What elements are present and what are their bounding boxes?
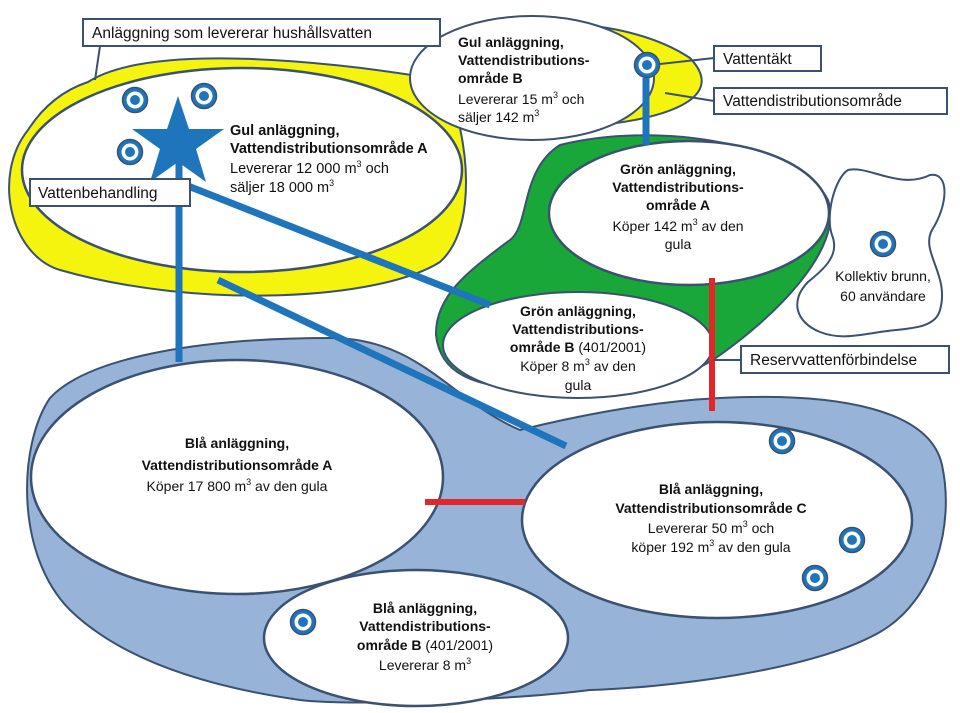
yellow-a-sales: säljer 18 000 m3 <box>230 178 334 196</box>
green-b-title: Grön anläggning, <box>520 303 636 319</box>
blue-a-purchase: Köper 17 800 m3 av den gula <box>147 477 328 494</box>
blue-a-subtitle: Vattendistributionsområde A <box>142 457 333 473</box>
blue-area-c-label: Blå anläggning, Vattendistributionsområd… <box>615 481 806 555</box>
legend-pointers <box>94 45 741 361</box>
water-intake-icon <box>190 82 218 110</box>
water-intake-icon <box>801 564 829 592</box>
green-a-subtitle1: Vattendistributions- <box>612 179 744 195</box>
pipe-yellow-a-to-blue-c <box>216 276 568 450</box>
green-b-subtitle1: Vattendistributions- <box>512 321 644 337</box>
blue-area-b-ellipse <box>262 568 570 708</box>
green-a-title: Grön anläggning, <box>620 161 736 177</box>
pointer-intake <box>659 57 715 65</box>
collective-well-line2: 60 användare <box>840 288 926 304</box>
supply-pipes <box>175 78 650 450</box>
yellow-area-b-label: Gul anläggning, Vattendistributions- omr… <box>458 34 590 125</box>
yellow-b-title: Gul anläggning, <box>458 34 564 50</box>
blue-area-b-label: Blå anläggning, Vattendistributions- omr… <box>357 600 493 673</box>
yellow-area-b-ellipse <box>409 15 655 141</box>
green-b-from: gula <box>565 377 592 393</box>
green-a-purchase: Köper 142 m3 av den <box>612 217 743 234</box>
water-intake-icon <box>768 427 796 455</box>
water-intake-icon <box>121 86 149 114</box>
green-a-subtitle2: område A <box>646 197 710 213</box>
blue-c-title: Blå anläggning, <box>659 481 763 497</box>
yellow-b-sales: säljer 142 m3 <box>458 108 539 125</box>
yellow-b-subtitle1: Vattendistributions- <box>458 52 590 68</box>
legend-supplier-facility-text: Anläggning som levererar hushållsvatten <box>92 25 372 42</box>
blue-area-a-label: Blå anläggning, Vattendistributionsområd… <box>142 435 333 494</box>
yellow-area-a-label: Gul anläggning, Vattendistributionsområd… <box>230 123 428 196</box>
blue-b-subtitle1: Vattendistributions- <box>359 618 491 634</box>
yellow-a-title: Gul anläggning, <box>230 123 340 139</box>
yellow-a-subtitle: Vattendistributionsområde A <box>230 141 428 157</box>
legend-water-intake-text: Vattentäkt <box>723 51 792 68</box>
legend-supplier-facility: Anläggning som levererar hushållsvatten <box>82 18 441 47</box>
blue-c-subtitle: Vattendistributionsområde C <box>615 500 806 516</box>
yellow-area-a-ellipse <box>20 66 464 274</box>
blue-b-title: Blå anläggning, <box>373 600 477 616</box>
blue-b-subtitle2: område B (401/2001) <box>357 637 493 653</box>
blue-b-supply: Levererar 8 m3 <box>379 656 471 673</box>
yellow-a-supply: Levererar 12 000 m3 och <box>230 159 389 177</box>
backup-connections <box>425 278 715 505</box>
water-intake-icon <box>838 526 866 554</box>
legend-water-intake: Vattentäkt <box>713 45 822 72</box>
green-area-a-label: Grön anläggning, Vattendistributions- om… <box>612 161 744 252</box>
blue-a-title: Blå anläggning, <box>185 435 289 451</box>
collective-well-line1: Kollektiv brunn, <box>835 268 931 284</box>
water-intake-icon <box>289 608 317 636</box>
pipe-yellow-a-to-green-b <box>186 182 492 309</box>
water-treatment-star-icon <box>132 96 224 182</box>
collective-well-label: Kollektiv brunn, 60 användare <box>835 268 931 304</box>
water-intake-icon <box>869 230 897 258</box>
water-intake-icon <box>633 51 661 79</box>
legend-water-treatment-text: Vattenbehandling <box>38 185 158 202</box>
pointer-distribution <box>664 92 715 102</box>
blue-area-a-ellipse <box>29 358 445 596</box>
blue-c-supply: Levererar 50 m3 och <box>648 519 774 536</box>
water-intake-icon <box>116 138 144 166</box>
legend-backup-connection-text: Reservvattenförbindelse <box>750 352 917 369</box>
green-a-from: gula <box>665 236 692 252</box>
legend-water-treatment: Vattenbehandling <box>29 178 191 207</box>
yellow-b-supply: Levererar 15 m3 och <box>458 90 584 107</box>
green-area-b-label: Grön anläggning, Vattendistributions- om… <box>510 303 646 393</box>
blue-c-purchase: köper 192 m3 av den gula <box>631 538 790 555</box>
yellow-b-subtitle2: område B <box>458 70 523 86</box>
green-b-subtitle2: område B (401/2001) <box>510 339 646 355</box>
legend-distribution-area-text: Vattendistributionsområde <box>723 93 902 110</box>
legend-distribution-area: Vattendistributionsområde <box>713 87 948 115</box>
green-b-purchase: Köper 8 m3 av den <box>520 357 636 374</box>
legend-backup-connection: Reservvattenförbindelse <box>740 345 950 374</box>
collective-well-island <box>796 168 946 338</box>
pointer-supplier <box>94 45 101 81</box>
